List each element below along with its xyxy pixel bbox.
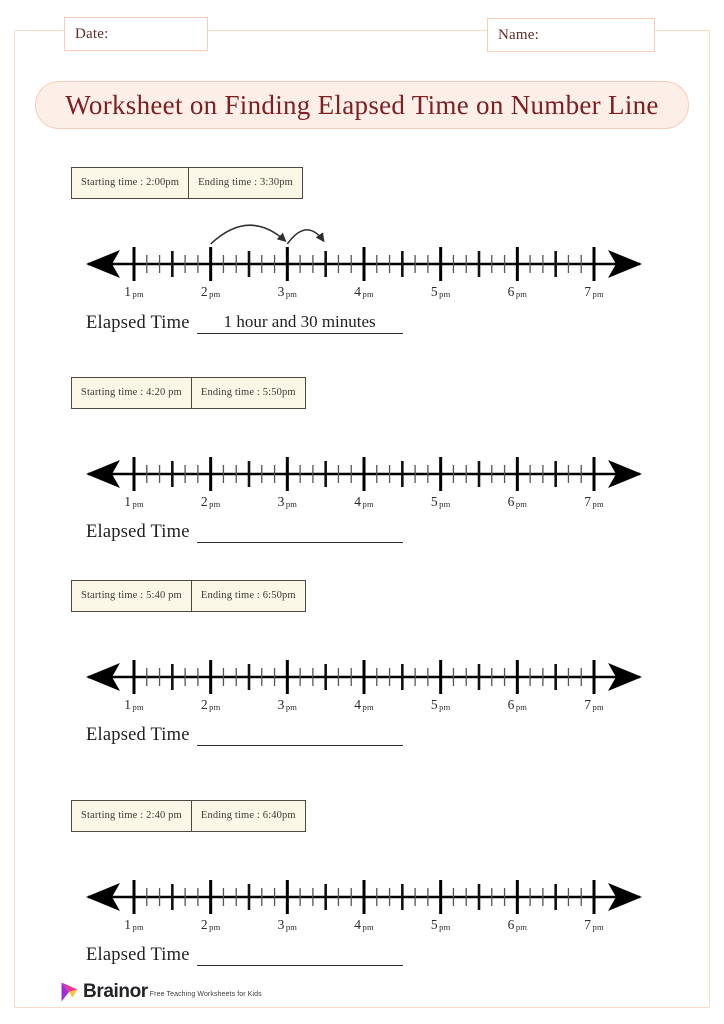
title-banner: Worksheet on Finding Elapsed Time on Num…	[35, 81, 689, 129]
starting-time-label: Starting time : 4:20 pm	[72, 378, 192, 408]
time-box: Starting time : 2:00pm Ending time : 3:30…	[71, 167, 303, 199]
elapsed-time-label: Elapsed Time	[86, 945, 190, 965]
ending-time-label: Ending time : 3:30pm	[198, 177, 293, 188]
time-box: Starting time : 4:20 pm Ending time : 5:5…	[71, 377, 306, 409]
date-label: Date:	[75, 25, 109, 42]
brand-tagline: Free Teaching Worksheets for Kids	[149, 990, 262, 998]
elapsed-time-label: Elapsed Time	[86, 522, 190, 542]
elapsed-time-label: Elapsed Time	[86, 313, 190, 333]
page-title: Worksheet on Finding Elapsed Time on Num…	[65, 89, 659, 120]
brainor-play-icon	[61, 982, 78, 1002]
elapsed-time-label: Elapsed Time	[86, 725, 190, 745]
elapsed-time-row: Elapsed Time	[86, 725, 403, 746]
brand-name: Brainor	[83, 981, 148, 1002]
name-label: Name:	[498, 26, 539, 43]
page-border	[14, 30, 710, 1008]
ending-time-label: Ending time : 6:50pm	[200, 590, 296, 601]
starting-time-label: Starting time : 5:40 pm	[72, 581, 192, 611]
time-box: Starting time : 5:40 pm Ending time : 6:5…	[71, 580, 306, 612]
brand-logo: Brainor Free Teaching Worksheets for Kid…	[60, 981, 262, 1003]
elapsed-time-row: Elapsed Time 1 hour and 30 minutes	[86, 312, 403, 334]
elapsed-time-row: Elapsed Time	[86, 945, 403, 966]
elapsed-time-answer[interactable]	[196, 522, 403, 543]
ending-time-label: Ending time : 6:40pm	[200, 810, 296, 821]
starting-time-label: Starting time : 2:40 pm	[72, 801, 192, 831]
date-field[interactable]: Date:	[64, 17, 208, 51]
elapsed-time-answer[interactable]	[196, 945, 403, 966]
starting-time-label: Starting time : 2:00pm	[72, 168, 190, 198]
name-field[interactable]: Name:	[487, 18, 655, 52]
time-box: Starting time : 2:40 pm Ending time : 6:4…	[71, 800, 306, 832]
elapsed-time-answer[interactable]: 1 hour and 30 minutes	[196, 312, 403, 334]
elapsed-time-answer[interactable]	[196, 725, 403, 746]
elapsed-time-row: Elapsed Time	[86, 522, 403, 543]
ending-time-label: Ending time : 5:50pm	[200, 387, 296, 398]
